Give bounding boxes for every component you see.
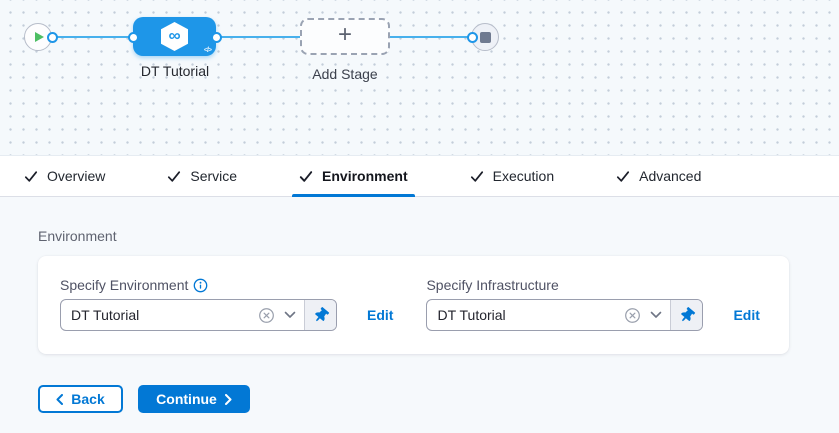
pin-button[interactable]: [304, 300, 336, 330]
tab-label: Advanced: [639, 168, 702, 184]
chevron-down-icon[interactable]: [284, 311, 296, 319]
pipeline-canvas: ∞ </> DT Tutorial + Add Stage: [0, 0, 839, 155]
tab-advanced[interactable]: Advanced: [616, 156, 701, 196]
plus-icon: +: [337, 21, 352, 48]
environment-card: Specify Environment: [38, 256, 789, 354]
section-title: Environment: [38, 228, 117, 244]
cd-stage-icon: ∞: [161, 22, 188, 51]
stop-icon: [479, 31, 491, 43]
tab-overview[interactable]: Overview: [24, 156, 105, 196]
end-node-in-port: [467, 32, 478, 43]
stage-node-in-port: [128, 32, 139, 43]
pin-icon: [314, 306, 329, 321]
environment-select-input[interactable]: [61, 300, 304, 330]
check-icon: [24, 170, 38, 182]
infrastructure-select-group: [426, 299, 704, 331]
tab-label: Environment: [322, 168, 408, 184]
pipeline-edge: [388, 36, 473, 38]
info-icon[interactable]: [193, 278, 208, 293]
continue-button[interactable]: Continue: [138, 385, 250, 413]
pipeline-edge: [216, 36, 302, 38]
continue-button-label: Continue: [156, 391, 217, 407]
stage-node-label: DT Tutorial: [140, 63, 210, 79]
stage-node-out-port: [211, 32, 222, 43]
stage-node-dt-tutorial[interactable]: ∞ </>: [133, 17, 216, 56]
tab-service[interactable]: Service: [167, 156, 237, 196]
check-icon: [617, 170, 630, 182]
infrastructure-select-input[interactable]: [427, 300, 671, 330]
clear-icon[interactable]: [258, 307, 275, 324]
wizard-footer: Back Continue: [38, 385, 250, 413]
chevron-down-icon[interactable]: [650, 311, 662, 319]
tab-label: Execution: [492, 168, 555, 184]
field-label: Specify Infrastructure: [426, 277, 559, 293]
tab-environment[interactable]: Environment: [292, 156, 415, 197]
environment-select-group: [60, 299, 337, 331]
pin-button[interactable]: [670, 300, 703, 330]
back-button[interactable]: Back: [38, 385, 123, 413]
edit-infrastructure-link[interactable]: Edit: [733, 307, 760, 323]
specify-infrastructure-field: Specify Infrastructure: [426, 277, 760, 354]
check-icon: [470, 170, 483, 182]
play-icon: [34, 32, 44, 42]
tab-execution[interactable]: Execution: [470, 156, 554, 196]
field-label: Specify Environment: [60, 277, 189, 293]
specify-environment-field: Specify Environment: [60, 277, 393, 354]
stage-tabs: Overview Service Environment Execution A…: [0, 155, 839, 197]
code-icon: </>: [203, 47, 212, 54]
tab-label: Service: [190, 168, 238, 184]
add-stage-label: Add Stage: [312, 66, 378, 82]
edit-environment-link[interactable]: Edit: [367, 307, 394, 323]
back-button-label: Back: [71, 391, 105, 407]
environment-tab-panel: Environment Specify Environment: [0, 197, 839, 433]
tab-label: Overview: [47, 168, 106, 184]
check-icon: [299, 170, 313, 182]
chevron-left-icon: [56, 393, 64, 405]
pin-icon: [681, 306, 696, 321]
clear-icon[interactable]: [624, 307, 641, 324]
chevron-right-icon: [224, 393, 232, 405]
start-node-out-port: [47, 32, 58, 43]
add-stage-button[interactable]: +: [300, 18, 390, 55]
pipeline-edge: [52, 36, 134, 38]
check-icon: [168, 170, 181, 182]
